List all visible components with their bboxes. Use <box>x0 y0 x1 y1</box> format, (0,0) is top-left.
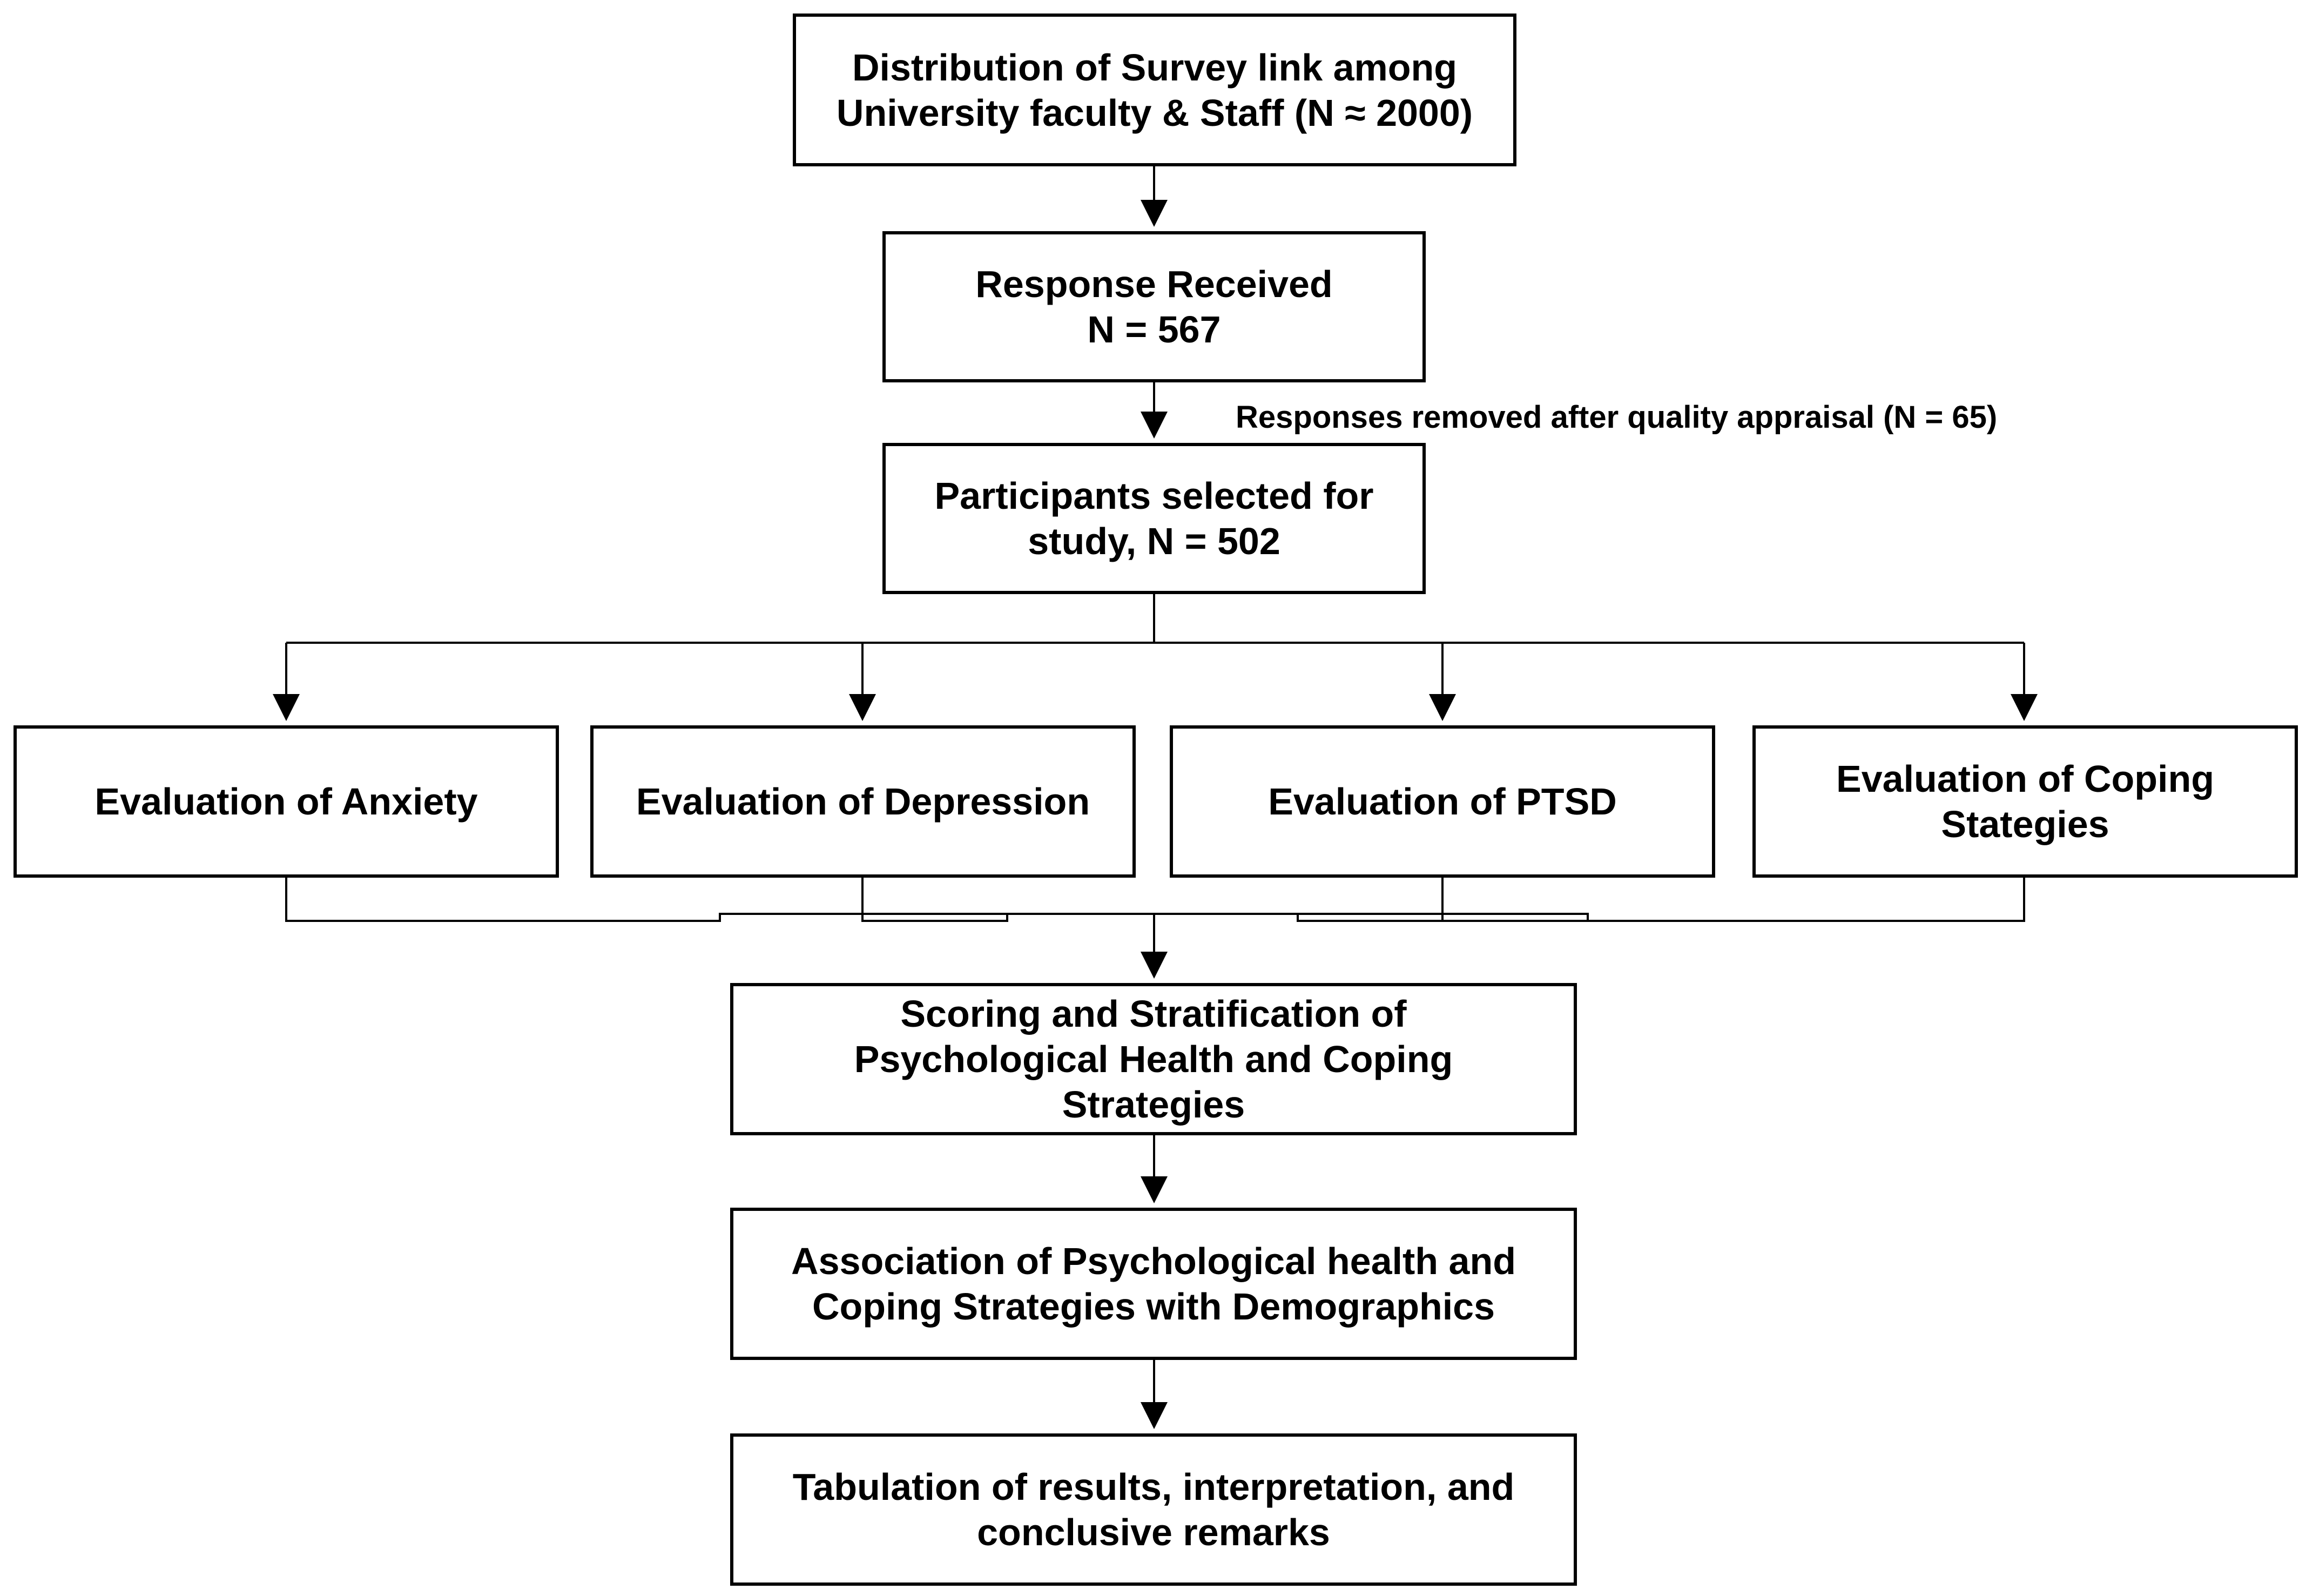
scoring-line-3: Strategies <box>1062 1083 1245 1126</box>
response-line-1: Response Received <box>975 263 1333 305</box>
arrowhead-tabulation <box>1141 1402 1168 1429</box>
response-box: Response Received N = 567 <box>882 231 1426 382</box>
ptsd-line-1: Evaluation of PTSD <box>1268 780 1617 823</box>
arrowhead-depression <box>849 694 876 721</box>
coping-line-1: Evaluation of Coping <box>1836 758 2214 800</box>
scoring-line-1: Scoring and Stratification of <box>900 993 1407 1035</box>
coping-box: Evaluation of Coping Stategies <box>1752 725 2298 878</box>
participants-line-2: study, N = 502 <box>1028 520 1280 562</box>
scoring-box: Scoring and Stratification of Psychologi… <box>730 983 1577 1135</box>
association-box: Association of Psychological health and … <box>730 1208 1577 1360</box>
participants-box: Participants selected for study, N = 502 <box>882 443 1426 594</box>
arrowhead-response <box>1141 200 1168 227</box>
distribution-line-1: Distribution of Survey link among <box>852 46 1458 89</box>
arrowhead-anxiety <box>273 694 300 721</box>
arrowhead-coping <box>2011 694 2038 721</box>
arrowhead-scoring <box>1141 952 1168 979</box>
tabulation-line-1: Tabulation of results, interpretation, a… <box>792 1466 1515 1508</box>
scoring-line-2: Psychological Health and Coping <box>854 1038 1453 1080</box>
arrowhead-association <box>1141 1176 1168 1203</box>
depression-box: Evaluation of Depression <box>590 725 1136 878</box>
distribution-line-2: University faculty & Staff (N ≈ 2000) <box>836 91 1473 134</box>
depression-line-1: Evaluation of Depression <box>636 780 1090 823</box>
coping-line-2: Stategies <box>1941 803 2109 845</box>
association-line-1: Association of Psychological health and <box>791 1240 1516 1282</box>
arrowhead-ptsd <box>1429 694 1456 721</box>
response-line-2: N = 567 <box>1087 308 1221 351</box>
arrowhead-participants <box>1141 412 1168 439</box>
tabulation-line-2: conclusive remarks <box>977 1511 1330 1553</box>
participants-line-1: Participants selected for <box>934 475 1374 517</box>
anxiety-line-1: Evaluation of Anxiety <box>95 780 478 823</box>
distribution-box: Distribution of Survey link among Univer… <box>793 14 1516 166</box>
association-line-2: Coping Strategies with Demographics <box>812 1285 1495 1328</box>
anxiety-box: Evaluation of Anxiety <box>14 725 559 878</box>
ptsd-box: Evaluation of PTSD <box>1170 725 1715 878</box>
removed-responses-note: Responses removed after quality appraisa… <box>1236 400 1998 435</box>
tabulation-box: Tabulation of results, interpretation, a… <box>730 1433 1577 1586</box>
merge-path-inner <box>861 878 1589 922</box>
